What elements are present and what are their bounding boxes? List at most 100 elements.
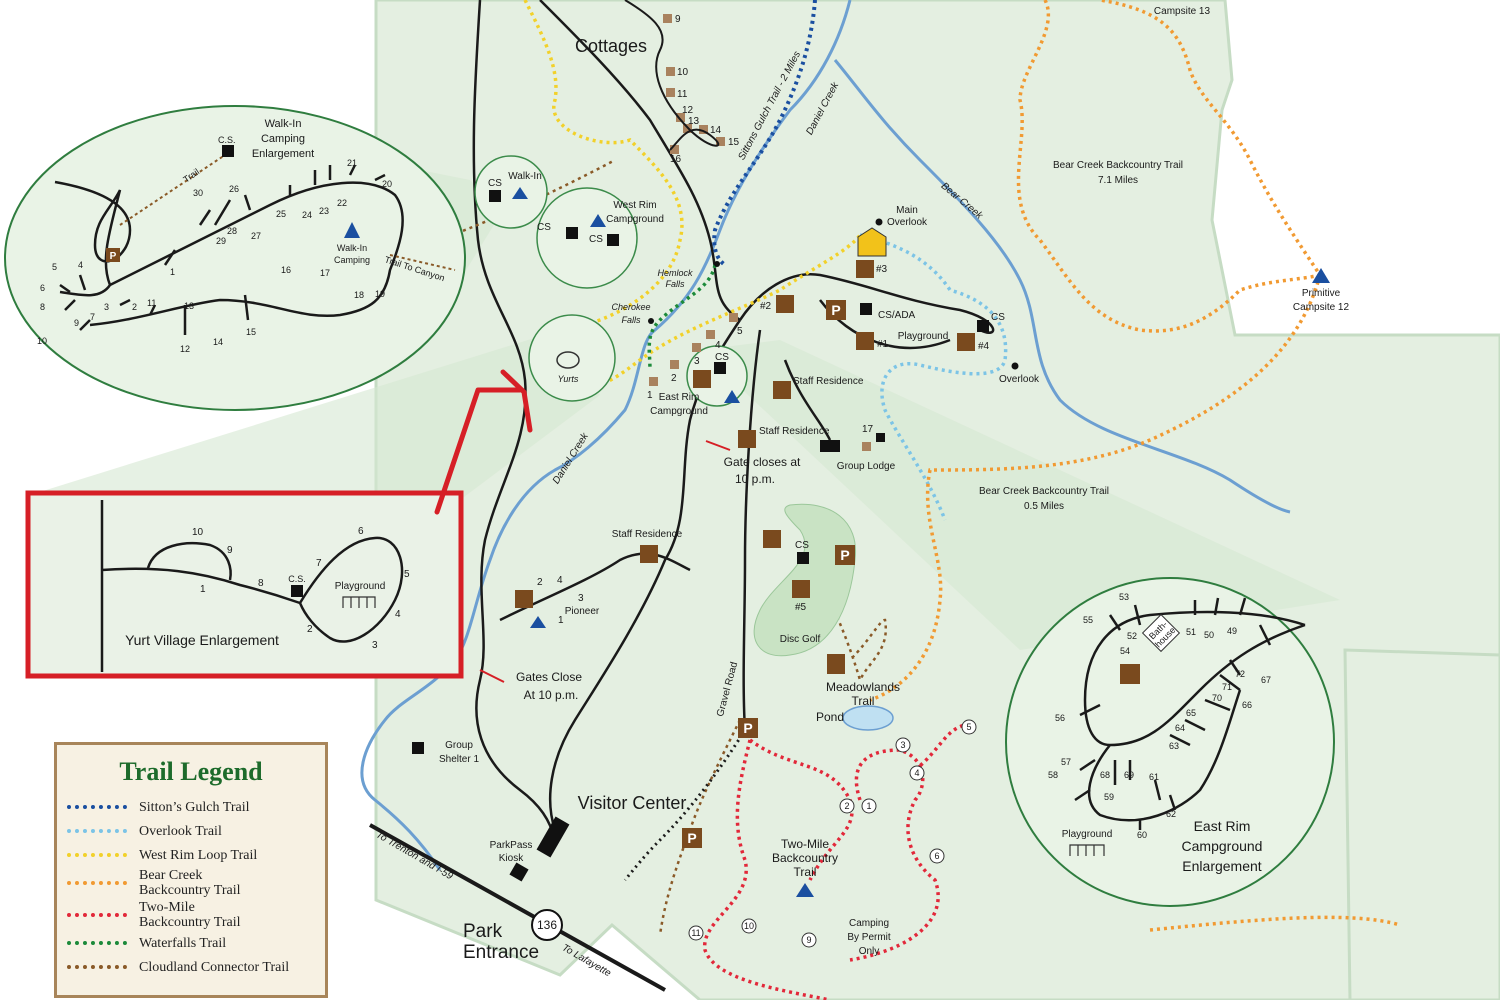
- east-rim-site: 72: [1235, 669, 1245, 679]
- cs-label-east: CS: [991, 312, 1005, 323]
- yurt-enlargement-roads: [100, 500, 404, 672]
- gate-closes-label-2: 10 p.m.: [735, 472, 775, 486]
- yurt-playground-icon: [342, 596, 376, 608]
- walk-in-parking-icon: [106, 248, 120, 262]
- site-5-label: #5: [795, 602, 807, 613]
- cottage-numbers: 9 10 11 12 13 14 15 16 1 2 3 4 5 17: [647, 14, 874, 435]
- meadowlands-trail-label-1: Meadowlands: [826, 680, 900, 694]
- cottage-number: 14: [710, 125, 722, 136]
- legend-label: Overlook Trail: [139, 823, 222, 839]
- staff-residence-label-2: Staff Residence: [759, 426, 830, 437]
- east-rim-site: 64: [1175, 723, 1185, 733]
- park-entrance-label-2: Entrance: [463, 942, 539, 963]
- main-overlook-label-2: Overlook: [887, 217, 928, 228]
- walk-in-site: 23: [319, 206, 329, 216]
- yurt-cabin-number: 1: [647, 390, 653, 401]
- yurt-enlargement-box: [25, 490, 464, 679]
- bear-creek-backcountry-05-distance: 0.5 Miles: [1024, 501, 1064, 512]
- yurt-site: 9: [227, 545, 233, 556]
- parking-icon: [738, 718, 758, 738]
- overlook-label: Overlook: [999, 374, 1040, 385]
- playground-label: Playground: [898, 331, 949, 342]
- cottage-number: 11: [677, 89, 688, 100]
- route-136-shield: [531, 909, 563, 941]
- walk-in-parking-letter: P: [110, 251, 117, 262]
- east-rim-site: 49: [1227, 626, 1237, 636]
- legend-item: Bear Creek Backcountry Trail: [57, 867, 325, 899]
- yurt-site: 5: [404, 569, 410, 580]
- group-lodge-label: Group Lodge: [837, 461, 896, 472]
- two-mile-marker: 4: [914, 768, 919, 778]
- east-rim-site: 68: [1100, 770, 1110, 780]
- gates-close-label-2: At 10 p.m.: [524, 688, 579, 702]
- east-rim-site: 51: [1186, 627, 1196, 637]
- walk-in-site: 7: [90, 312, 95, 322]
- two-mile-label-1: Two-Mile: [781, 837, 829, 851]
- east-rim-campground-label-2: Campground: [650, 406, 708, 417]
- east-rim-site: 69: [1124, 770, 1134, 780]
- hemlock-falls-label-2: Falls: [665, 279, 685, 289]
- walk-in-site: 25: [276, 209, 286, 219]
- bathhouse-squares: [412, 190, 989, 754]
- walk-in-trail-to-canyon: [389, 254, 456, 271]
- cottage-number: 9: [675, 14, 681, 25]
- site-1-label: #1: [877, 339, 889, 350]
- east-rim-beam: [700, 340, 1340, 650]
- east-rim-site: 70: [1212, 693, 1222, 703]
- primitive-campsite-12-label-2: Campsite 12: [1293, 302, 1350, 313]
- legend-line: [67, 881, 127, 885]
- cottage-number: 15: [728, 137, 740, 148]
- walk-in-site: 11: [147, 298, 156, 308]
- walk-in-label: Walk-In: [508, 171, 542, 182]
- yurts-circle: [528, 314, 616, 402]
- parking-icon: [835, 545, 855, 565]
- yurt-site: 2: [307, 624, 313, 635]
- legend-line: [67, 829, 127, 833]
- yurt-cabin-number: 2: [671, 373, 677, 384]
- cottage-number: 13: [688, 116, 700, 127]
- walk-in-site: 14: [213, 337, 223, 347]
- legend-item: Overlook Trail: [57, 819, 325, 843]
- parking-icon: [682, 828, 702, 848]
- east-rim-site: 59: [1104, 792, 1114, 802]
- yurt-icon: [556, 351, 580, 369]
- park-entrance-label-1: Park: [463, 921, 503, 942]
- cs-ada-label: CS/ADA: [878, 310, 916, 321]
- bear-creek-backcountry-7-distance: 7.1 Miles: [1098, 175, 1138, 186]
- east-rim-site: 52: [1127, 631, 1137, 641]
- west-rim-circle: [536, 187, 638, 289]
- east-rim-site: 61: [1149, 772, 1159, 782]
- walk-in-camping-label-1: Walk-In: [337, 243, 367, 253]
- campsite-signs: [515, 260, 975, 608]
- walk-in-roads: [54, 164, 404, 335]
- east-rim-site: 62: [1166, 809, 1176, 819]
- east-rim-playground-label: Playground: [1062, 829, 1113, 840]
- east-rim-site: 66: [1242, 700, 1252, 710]
- cs-label-east-rim: CS: [715, 352, 729, 363]
- main-overlook-point: [875, 218, 883, 226]
- overlook-point: [1011, 362, 1019, 370]
- walk-in-site: 12: [180, 344, 190, 354]
- yurt-site: 6: [358, 526, 364, 537]
- cottage-number: 12: [682, 105, 694, 116]
- yurt-site: 7: [316, 558, 322, 569]
- cottage-roads: [624, 0, 720, 151]
- legend-item: West Rim Loop Trail: [57, 843, 325, 867]
- east-rim-site: 60: [1137, 830, 1147, 840]
- west-rim-campground-label-1: West Rim: [613, 200, 656, 211]
- east-rim-playground-icon: [1069, 844, 1105, 856]
- east-rim-site: 54: [1120, 646, 1130, 656]
- parking-signs: P P P P: [682, 300, 855, 848]
- yurt-playground-label: Playground: [335, 581, 386, 592]
- walk-in-cs-map-label: CS: [488, 178, 502, 189]
- yurt-enlargement-title: Yurt Village Enlargement: [125, 632, 279, 648]
- yurt-cabin-number: 3: [694, 356, 700, 367]
- gate-closes-label-1: Gate closes at: [724, 455, 801, 469]
- legend-label: West Rim Loop Trail: [139, 847, 258, 863]
- kiosk-icon: [509, 862, 529, 882]
- walk-in-site: 22: [337, 198, 347, 208]
- two-mile-marker: 2: [844, 801, 849, 811]
- group-shelter-label-2: Shelter 1: [439, 754, 479, 765]
- walk-in-site: 10: [37, 336, 47, 346]
